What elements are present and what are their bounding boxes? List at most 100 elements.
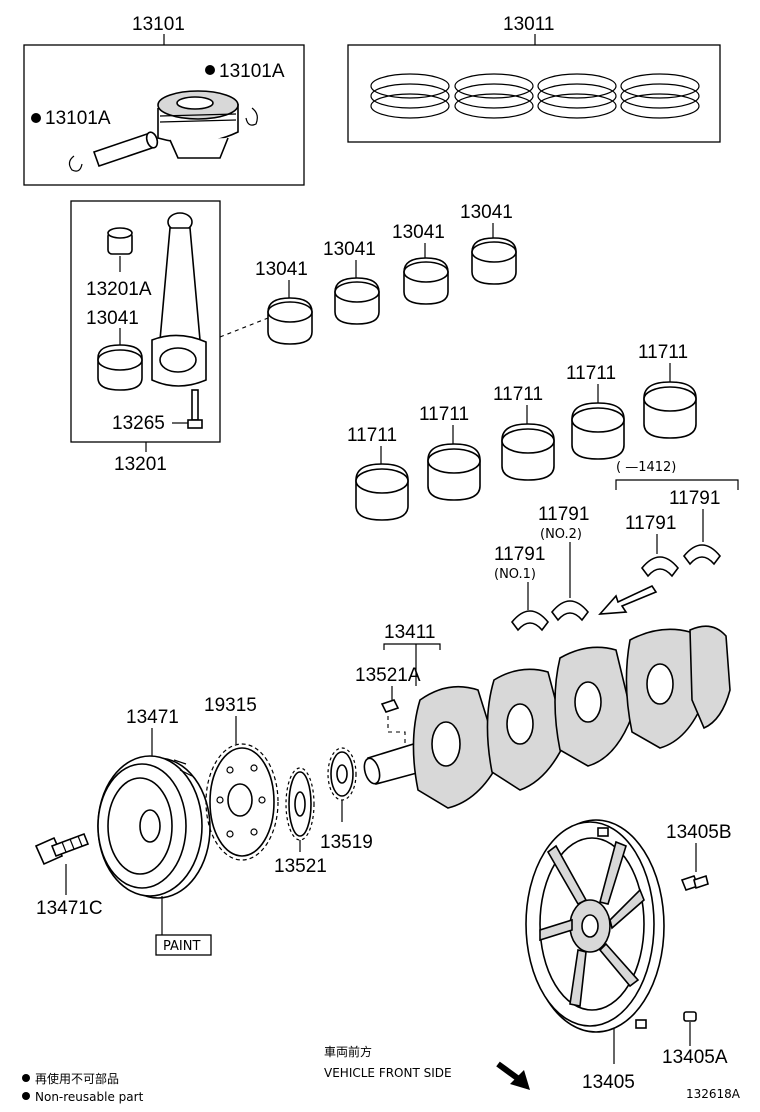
crank-key-group: 13521A [355,665,421,745]
thrust-washer-no1[interactable] [510,610,550,632]
paint-label: PAINT [163,939,200,954]
legend-english: Non-reusable part [35,1090,144,1104]
callout-11711-1[interactable]: 11711 [347,425,397,446]
timing-rotor-group: 19315 [204,695,279,861]
callout-13471C[interactable]: 13471C [36,898,103,919]
knock-pin-group: 13405A [662,1011,728,1068]
rod-bearing-4[interactable] [471,237,517,285]
front-side-note: 車両前方 VEHICLE FRONT SIDE [324,1044,530,1090]
thrust-washer-3[interactable] [640,556,680,578]
flywheel-bolt[interactable] [680,874,709,891]
callout-19315[interactable]: 19315 [204,695,257,716]
piston[interactable] [157,90,239,159]
thrust-washer-no2[interactable] [550,600,590,622]
timing-rotor[interactable] [205,743,279,861]
ring-set-group: 13011 [347,14,721,143]
callout-11711-3[interactable]: 11711 [493,384,543,405]
callout-13201A[interactable]: 13201A [86,279,152,300]
main-bearing-3[interactable] [501,423,555,481]
front-side-japanese: 車両前方 [324,1044,372,1059]
label-no2: (NO.2) [540,527,582,542]
crankshaft-group: 13411 [362,622,731,809]
callout-13405A[interactable]: 13405A [662,1047,728,1068]
callout-11711-2[interactable]: 11711 [419,404,469,425]
thrust-washers-group: 11791 (NO.1) 11791 (NO.2) 11791 11791 [494,488,722,632]
piston-pin[interactable] [92,131,159,168]
callout-13041-2[interactable]: 13041 [323,239,376,260]
legend-dot-icon [22,1092,30,1100]
legend-japanese: 再使用不可部品 [35,1071,119,1086]
label-no1: (NO.1) [494,567,536,582]
knock-pin[interactable] [683,1011,697,1022]
callout-13041-4[interactable]: 13041 [460,202,513,223]
legend-dot-icon [22,1074,30,1082]
callout-13041-3[interactable]: 13041 [392,222,445,243]
callout-13041-1[interactable]: 13041 [255,259,308,280]
rod-bearing-3[interactable] [403,257,449,305]
leader-dashed [219,317,269,338]
callout-13521[interactable]: 13521 [274,856,327,877]
flywheel-bolt-group: 13405B [666,822,732,891]
rod-bearing-1[interactable] [267,297,313,345]
callout-13405[interactable]: 13405 [582,1072,635,1093]
callout-13521A[interactable]: 13521A [355,665,421,686]
range-note: ( —1412) [616,460,676,475]
front-direction-arrow-icon [496,1061,530,1090]
callout-13471[interactable]: 13471 [126,707,179,728]
connecting-rod[interactable] [151,212,207,387]
callout-13411[interactable]: 13411 [384,622,435,643]
callout-13201[interactable]: 13201 [114,454,167,475]
callout-13041-box[interactable]: 13041 [86,308,139,329]
rod-bearing-box[interactable] [97,344,143,391]
crankshaft[interactable] [362,625,731,809]
assembly-direction-arrow-icon [598,584,658,615]
drive-plate-group: 13405 [525,819,665,1093]
crank-sprocket[interactable] [285,767,315,841]
pump-sprocket-group: 13519 [320,747,373,853]
callout-11791-3[interactable]: 11791 [625,513,676,534]
callout-13405B[interactable]: 13405B [666,822,732,843]
crank-key[interactable] [380,699,400,713]
connecting-rod-group: 13201A 13041 13265 13201 [70,200,221,475]
callout-11791-4[interactable]: 11791 [669,488,720,509]
figure-id: 132618A [686,1087,741,1101]
main-bearings-group: 11711 11711 11711 11711 11711 ( —14 [347,342,739,521]
piston-rings[interactable] [370,73,700,119]
callout-11711-4[interactable]: 11711 [566,363,616,384]
callout-13101A-right[interactable]: 13101A [219,61,285,82]
crank-pulley-group: 13471 PAINT [97,707,212,956]
non-reusable-dot [205,65,215,75]
callout-13011[interactable]: 13011 [503,14,554,35]
rod-bearing-2[interactable] [334,277,380,325]
piston-box [23,44,305,186]
rod-bolt[interactable] [187,389,203,429]
callout-13101[interactable]: 13101 [132,14,185,35]
main-bearing-5[interactable] [643,381,697,439]
main-bearing-4[interactable] [571,402,625,460]
piston-set-group: 13101 13101A 13101A [23,14,305,186]
legend: 再使用不可部品 Non-reusable part [22,1071,144,1104]
range-bracket [615,479,739,490]
non-reusable-dot [31,113,41,123]
piston-clip-left[interactable] [68,155,83,172]
pump-sprocket[interactable] [327,747,357,801]
callout-11791-no1[interactable]: 11791 [494,544,545,565]
thrust-washer-4[interactable] [682,544,722,566]
ring-box [347,44,721,143]
pulley-bolt[interactable] [34,832,90,866]
drive-plate[interactable] [525,819,665,1033]
rod-bushing[interactable] [107,227,133,255]
callout-11791-no2[interactable]: 11791 [538,504,589,525]
main-bearing-2[interactable] [427,443,481,501]
piston-clip-right[interactable] [245,107,258,126]
crank-pulley[interactable] [97,755,211,899]
main-bearing-1[interactable] [355,463,409,521]
callout-13101A-left[interactable]: 13101A [45,108,111,129]
crank-sprocket-group: 13521 [274,767,327,877]
rod-bearings-group: 13041 13041 13041 13041 [255,202,517,345]
callout-11711-5[interactable]: 11711 [638,342,688,363]
pulley-bolt-group: 13471C [34,832,103,919]
callout-13265[interactable]: 13265 [112,413,165,434]
callout-13519[interactable]: 13519 [320,832,373,853]
